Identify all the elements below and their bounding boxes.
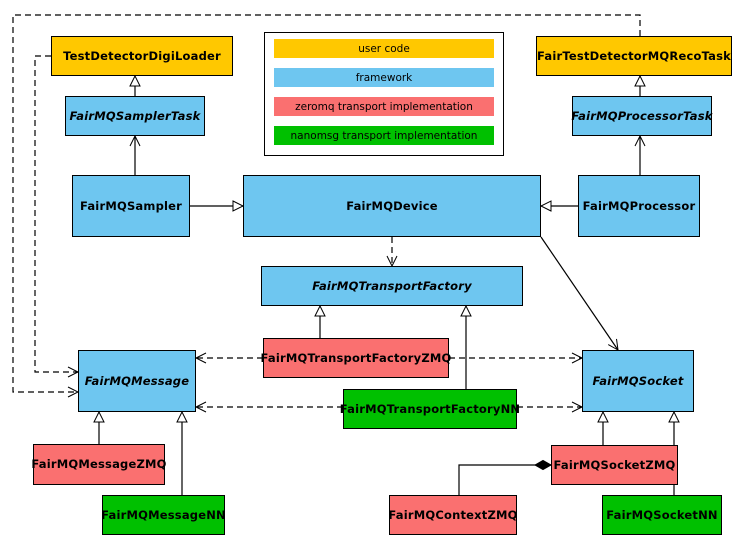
class-node-label: FairMQSocketZMQ xyxy=(553,457,676,472)
class-node-label: FairMQTransportFactoryZMQ xyxy=(260,350,452,365)
class-node-label: FairMQSampler xyxy=(79,198,183,213)
legend-item-label: nanomsg transport implementation xyxy=(290,129,478,142)
class-node-FairMQMessageNN[interactable]: FairMQMessageNN xyxy=(101,495,226,535)
class-node-FairMQSocket[interactable]: FairMQSocket xyxy=(582,350,694,412)
class-node-FairMQMessage[interactable]: FairMQMessage xyxy=(78,350,196,412)
class-node-label: FairMQMessage xyxy=(84,373,190,388)
class-node-FairMQTransportFactoryNN[interactable]: FairMQTransportFactoryNN xyxy=(340,389,520,429)
class-node-FairMQTransportFactoryZMQ[interactable]: FairMQTransportFactoryZMQ xyxy=(260,338,452,378)
class-node-label: FairMQDevice xyxy=(346,198,438,213)
class-node-label: FairTestDetectorMQRecoTask xyxy=(537,48,731,63)
class-node-label: FairMQProcessorTask xyxy=(571,108,713,123)
legend-item-2: zeromq transport implementation xyxy=(274,97,494,116)
class-node-label: FairMQSocket xyxy=(592,373,684,388)
class-node-label: FairMQContextZMQ xyxy=(388,507,518,522)
class-node-FairMQProcessorTask[interactable]: FairMQProcessorTask xyxy=(571,96,713,136)
class-node-label: FairMQSocketNN xyxy=(606,507,718,522)
class-node-FairTestDetectorMQRecoTask[interactable]: FairTestDetectorMQRecoTask xyxy=(536,36,732,76)
class-node-FairMQContextZMQ[interactable]: FairMQContextZMQ xyxy=(388,495,518,535)
legend-item-3: nanomsg transport implementation xyxy=(274,126,494,145)
edge-contextzmq-to-socketzmq xyxy=(458,459,553,495)
class-node-FairMQSocketNN[interactable]: FairMQSocketNN xyxy=(602,495,722,535)
legend-item-label: zeromq transport implementation xyxy=(295,100,473,113)
legend-item-label: framework xyxy=(355,71,413,84)
class-node-FairMQTransportFactory[interactable]: FairMQTransportFactory xyxy=(261,266,523,306)
class-node-FairMQSocketZMQ[interactable]: FairMQSocketZMQ xyxy=(551,445,678,485)
class-node-label: FairMQTransportFactoryNN xyxy=(339,401,521,416)
legend-item-label: user code xyxy=(358,42,410,55)
legend-item-0: user code xyxy=(274,39,494,58)
class-node-label: FairMQSamplerTask xyxy=(69,108,201,123)
class-node-FairMQMessageZMQ[interactable]: FairMQMessageZMQ xyxy=(31,444,167,485)
legend-item-1: framework xyxy=(274,68,494,87)
edge-device-to-socket xyxy=(540,236,619,351)
class-node-FairMQSamplerTask[interactable]: FairMQSamplerTask xyxy=(65,96,205,136)
class-node-label: FairMQMessageNN xyxy=(101,507,226,522)
class-node-FairMQProcessor[interactable]: FairMQProcessor xyxy=(578,175,700,237)
class-node-label: TestDetectorDigiLoader xyxy=(63,48,221,63)
class-node-TestDetectorDigiLoader[interactable]: TestDetectorDigiLoader xyxy=(51,36,233,76)
class-node-label: FairMQProcessor xyxy=(582,198,696,213)
class-node-FairMQDevice[interactable]: FairMQDevice xyxy=(243,175,541,237)
class-node-label: FairMQTransportFactory xyxy=(312,278,472,293)
class-node-FairMQSampler[interactable]: FairMQSampler xyxy=(72,175,190,237)
class-node-label: FairMQMessageZMQ xyxy=(31,457,167,472)
